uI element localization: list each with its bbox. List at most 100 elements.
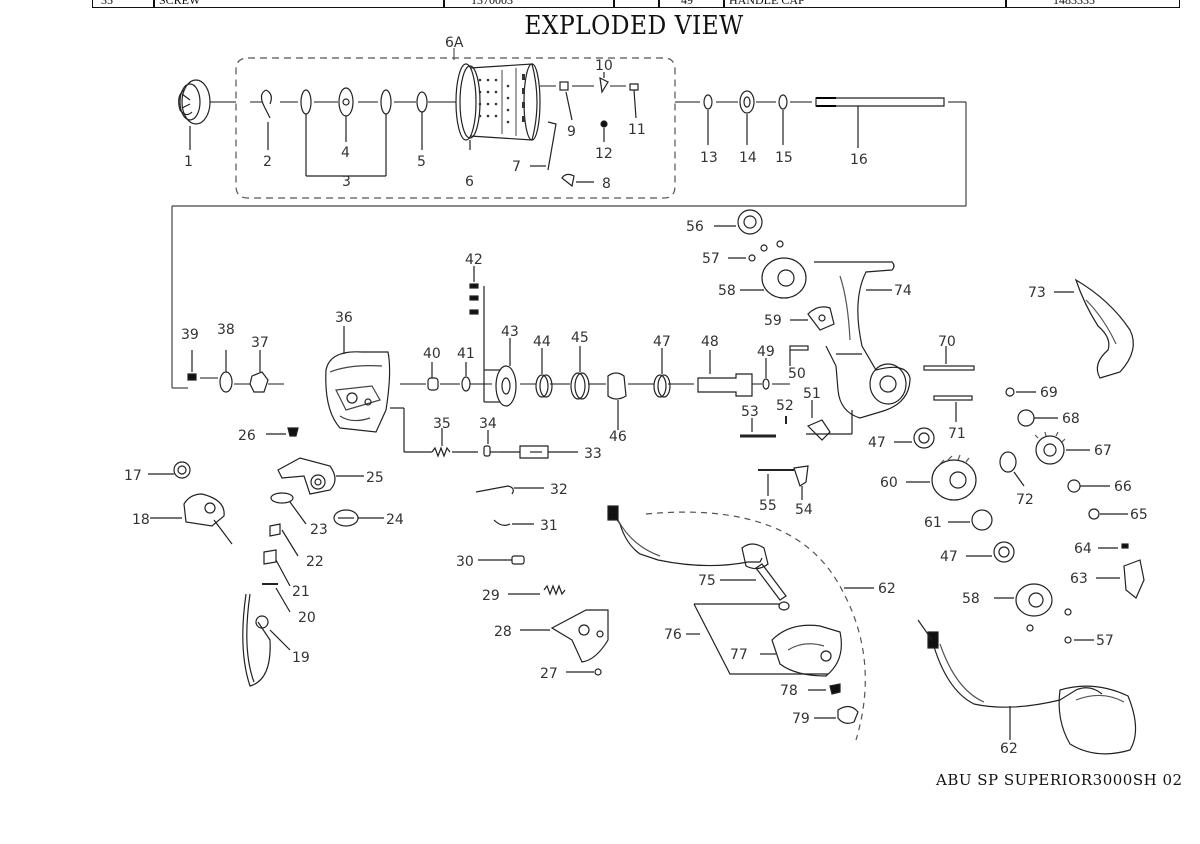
part-79-cap — [814, 705, 859, 724]
label-part-41: 41 — [457, 346, 475, 362]
label-part-54: 54 — [795, 502, 813, 518]
label-part-28: 28 — [494, 624, 512, 640]
label-part-16: 16 — [850, 152, 868, 168]
part-25-bail-arm — [277, 457, 364, 495]
table-cell: SCREW — [159, 0, 201, 7]
part-6-spool — [455, 63, 541, 150]
part-73-side-cover — [1054, 278, 1134, 379]
label-part-10: 10 — [595, 58, 613, 74]
part-76-knob-assembly — [686, 603, 828, 675]
label-part-58b: 58 — [962, 591, 980, 607]
part-16-main-shaft — [815, 97, 945, 148]
part-20-washer — [262, 583, 291, 613]
part-31-clip — [493, 519, 534, 526]
label-part-2: 2 — [263, 154, 272, 170]
part-45-bearing — [570, 346, 590, 400]
label-part-46: 46 — [609, 429, 627, 445]
part-48-pinion-gear — [697, 350, 753, 397]
label-part-55: 55 — [759, 498, 777, 514]
table-cell: HANDLE CAP — [729, 0, 805, 7]
part-56-cap — [714, 209, 763, 235]
label-part-79: 79 — [792, 711, 810, 727]
label-part-18: 18 — [132, 512, 150, 528]
part-42-screws — [469, 266, 500, 403]
label-part-20: 20 — [298, 610, 316, 626]
label-part-39: 39 — [181, 327, 199, 343]
label-part-11: 11 — [628, 122, 646, 138]
part-71-pin — [933, 395, 973, 422]
part-10-spring-clip — [599, 72, 609, 94]
part-41-washer — [461, 362, 471, 392]
part-26-screw — [266, 427, 299, 437]
label-part-53: 53 — [741, 404, 759, 420]
label-part-75: 75 — [698, 573, 716, 589]
label-part-1: 1 — [184, 154, 193, 170]
label-part-68: 68 — [1062, 411, 1080, 427]
part-28-bail-arm — [520, 609, 609, 663]
part-4-drag-washer — [338, 87, 354, 142]
label-part-49: 49 — [757, 344, 775, 360]
label-part-32: 32 — [550, 482, 568, 498]
label-part-62b: 62 — [1000, 741, 1018, 757]
label-part-12: 12 — [595, 146, 613, 162]
part-64-screw — [1098, 543, 1129, 549]
label-part-17: 17 — [124, 468, 142, 484]
table-cell: 1370003 — [471, 0, 513, 7]
label-part-34: 34 — [479, 416, 497, 432]
part-29-spring — [508, 584, 566, 596]
label-part-6: 6 — [465, 174, 474, 190]
label-part-9: 9 — [567, 124, 576, 140]
label-part-14: 14 — [739, 150, 757, 166]
part-18-line-roller-housing — [150, 493, 233, 545]
label-part-42: 42 — [465, 252, 483, 268]
part-23-collar — [270, 492, 307, 525]
label-part-23: 23 — [310, 522, 328, 538]
label-part-7: 7 — [512, 159, 521, 175]
part-74-body-frame — [814, 261, 911, 419]
label-part-25: 25 — [366, 470, 384, 486]
part-57-screw-bottom — [1064, 636, 1094, 644]
part-47-bearing-a — [653, 348, 671, 398]
label-part-38: 38 — [217, 322, 235, 338]
label-part-57a: 57 — [702, 251, 720, 267]
label-part-13: 13 — [700, 150, 718, 166]
part-54-stopper — [793, 465, 809, 500]
part-43-flange — [495, 338, 517, 407]
part-15-washer — [778, 94, 788, 145]
label-part-15: 15 — [775, 150, 793, 166]
part-37-nut — [249, 350, 269, 393]
label-part-22: 22 — [306, 554, 324, 570]
part-36-rotor — [325, 326, 432, 453]
label-part-65: 65 — [1130, 507, 1148, 523]
label-part-69: 69 — [1040, 385, 1058, 401]
label-part-5: 5 — [417, 154, 426, 170]
table-cell: 1483335 — [1053, 0, 1095, 7]
part-11-screw — [629, 83, 639, 119]
label-part-35: 35 — [433, 416, 451, 432]
label-part-52: 52 — [776, 398, 794, 414]
label-part-67: 67 — [1094, 443, 1112, 459]
part-50-screw — [789, 345, 809, 366]
part-63-anti-reverse — [1096, 559, 1145, 599]
table-cell: 35 — [101, 0, 113, 7]
label-part-4: 4 — [341, 145, 350, 161]
part-13-washer — [703, 94, 713, 145]
label-part-3: 3 — [342, 174, 351, 190]
part-12-ball — [600, 120, 608, 142]
label-part-66: 66 — [1114, 479, 1132, 495]
label-part-70: 70 — [938, 334, 956, 350]
part-61-washer — [948, 509, 993, 531]
part-labels: 1 2 3 4 5 6 6A 7 8 9 10 11 12 13 14 15 1… — [124, 35, 1148, 757]
label-part-64: 64 — [1074, 541, 1092, 557]
part-70-pin — [923, 346, 975, 371]
part-32-wire — [475, 485, 544, 495]
label-part-58a: 58 — [718, 283, 736, 299]
label-part-40: 40 — [423, 346, 441, 362]
part-21-roller — [263, 549, 291, 587]
part-1-drag-knob — [178, 79, 211, 150]
row-axis-lines — [200, 377, 790, 385]
part-22-roller — [269, 523, 299, 557]
label-part-43: 43 — [501, 324, 519, 340]
page-title: EXPLODED VIEW — [524, 11, 744, 41]
